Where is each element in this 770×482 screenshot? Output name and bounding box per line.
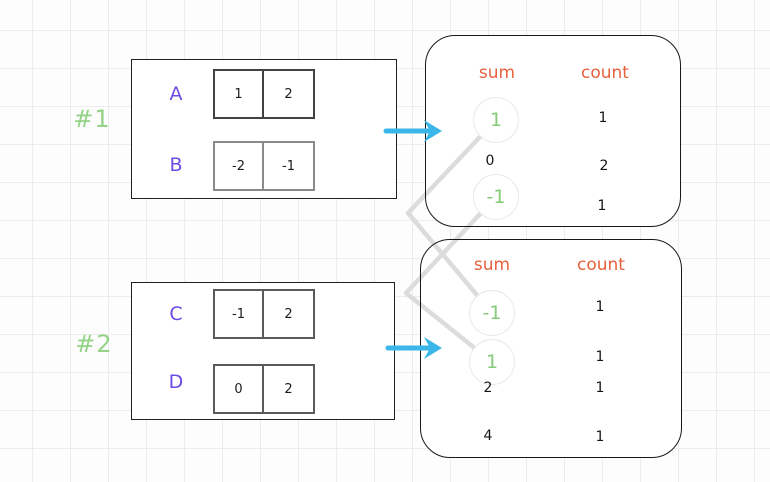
sum-value: 1 [485,351,499,373]
array-cell: -2 [213,141,264,191]
array-cell: 2 [264,364,315,414]
array-b-cells: -2 -1 [213,141,315,191]
example-2-input-box: C -1 2 D 0 2 [131,282,395,420]
count-value: 1 [595,380,605,396]
array-name-b: B [169,154,183,176]
example-2-label: #2 [75,330,113,358]
sum-header: sum [473,255,511,275]
array-name-a: A [169,83,183,105]
example-1-input-box: A 1 2 B -2 -1 [131,59,397,199]
highlight-circle: 1 [473,97,519,143]
count-value: 1 [597,198,607,214]
example-1-label: #1 [73,105,111,133]
array-a-cells: 1 2 [213,69,315,119]
result-card-1-content: sum count 1 1 0 2 -1 1 [425,35,681,227]
sum-value: -1 [482,302,502,324]
highlight-circle: -1 [473,174,519,220]
array-cell: -1 [213,289,264,339]
array-name-c: C [169,303,183,325]
array-cell: -1 [264,141,315,191]
array-cell: 2 [264,289,315,339]
count-header: count [577,255,625,275]
count-value: 1 [595,349,605,365]
array-d-cells: 0 2 [213,364,315,414]
array-cell: 0 [213,364,264,414]
array-c-cells: -1 2 [213,289,315,339]
highlight-circle: 1 [469,339,515,385]
count-value: 1 [598,110,608,126]
count-value: 1 [595,429,605,445]
highlight-circle: -1 [469,290,515,336]
array-cell: 1 [213,69,264,119]
count-value: 1 [595,299,605,315]
sum-value: 2 [483,380,493,396]
sum-value: 1 [489,109,503,131]
sum-value: 0 [485,153,495,169]
count-value: 2 [599,158,609,174]
count-header: count [581,63,629,83]
array-cell: 2 [264,69,315,119]
result-card-2-content: sum count -1 1 1 1 2 1 4 1 [420,239,682,458]
sum-value: -1 [486,186,506,208]
array-name-d: D [168,371,184,393]
sum-value: 4 [483,428,493,444]
sum-header: sum [478,63,516,83]
